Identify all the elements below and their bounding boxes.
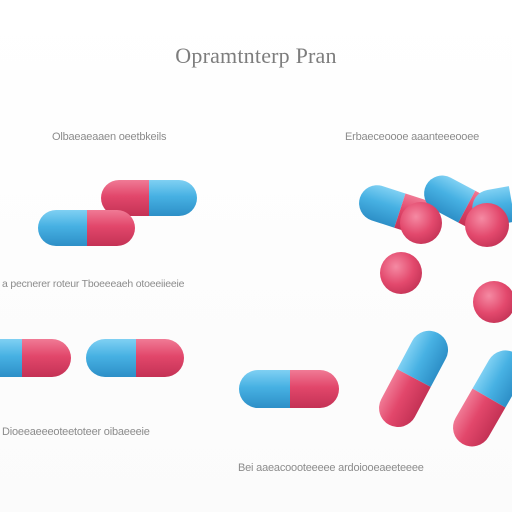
page-title: Opramtnterp Pran xyxy=(175,43,337,68)
capsule-icon xyxy=(101,180,197,216)
capsule-icon xyxy=(379,330,448,428)
capsule-icon xyxy=(86,339,184,377)
caption-top-right: Erbaeceoooe aaanteeeooee xyxy=(345,131,480,143)
capsule-icon xyxy=(0,339,71,377)
caption-bottom-left: Dioeeaeeeoteetoteer oibaeeeie xyxy=(2,426,150,438)
caption-mid-left: a pecnerer roteur Tboeeeaeh otoeeiieeie xyxy=(2,278,185,290)
caption-bottom-right: Bei aaeacoooteeeee ardoiooeaeeteeee xyxy=(238,462,424,474)
pill-dot-icon xyxy=(380,252,422,294)
capsule-icon xyxy=(239,370,339,408)
pill-dot-icon xyxy=(473,281,512,323)
pill-dot-icon xyxy=(400,202,442,244)
caption-top-left: Olbaeaeaaen oeetbkeils xyxy=(52,131,167,143)
pill-dot-icon xyxy=(465,203,509,247)
capsule-icon xyxy=(453,350,512,447)
capsule-icon xyxy=(38,210,135,246)
